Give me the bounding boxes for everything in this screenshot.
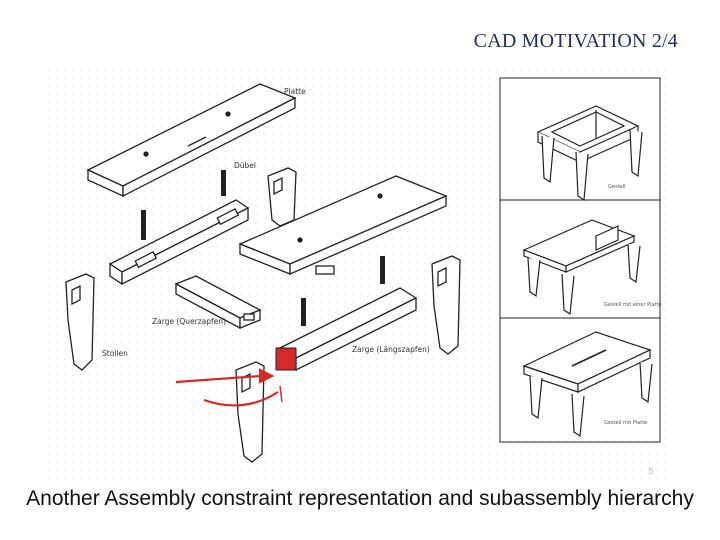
- label-dowel: Dübel: [234, 161, 256, 170]
- slide-title: CAD MOTIVATION 2/4: [473, 30, 678, 52]
- highlighted-tenon: [275, 347, 297, 371]
- rail-cross: [174, 275, 262, 330]
- label-zarge-quer: Zarge (Querzapfen): [152, 317, 226, 326]
- figure-page-number: 5: [648, 467, 654, 477]
- legs: [65, 167, 461, 463]
- panel-caption-2: Gestell mit einer Platte: [604, 302, 662, 308]
- label-stollen: Stollen: [102, 349, 128, 358]
- label-zarge-laengs: Zarge (Längszapfen): [352, 345, 430, 354]
- panel-caption-3: Gestell mit Platte: [604, 420, 647, 426]
- table-sketch: [522, 331, 653, 438]
- frame-sketch: [536, 105, 643, 202]
- frame-with-plate-sketch: [522, 219, 641, 316]
- assembly-figure: Platte Dübel Zarge (Querzapfen) Zarge (L…: [48, 70, 666, 482]
- label-plate: Platte: [284, 87, 306, 96]
- dowel-parts: [141, 170, 385, 326]
- plate-part: [86, 83, 297, 198]
- exploded-assembly-drawing: Platte Dübel Zarge (Querzapfen) Zarge (L…: [48, 70, 666, 482]
- panel-caption-1: Gestell: [608, 184, 625, 190]
- slide-caption: Another Assembly constraint representati…: [26, 487, 694, 510]
- rotation-constraint-arrow: [175, 368, 283, 407]
- rail-left: [108, 199, 250, 286]
- plate-center: [238, 175, 448, 275]
- subassembly-panels: Gestell Gestell mit einer Platte Gestell…: [499, 77, 662, 443]
